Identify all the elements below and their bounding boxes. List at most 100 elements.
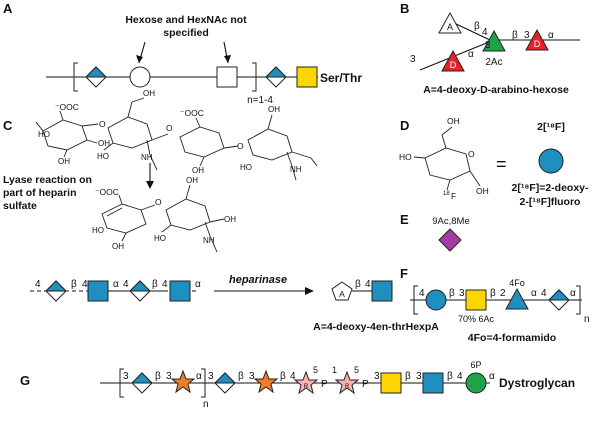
hexnac-triangle-icon <box>482 29 506 52</box>
branch-line <box>453 22 491 41</box>
link-4: 4 <box>482 27 488 38</box>
panel-e-label: E <box>400 212 409 227</box>
svg-text:F: F <box>451 191 456 201</box>
link-3d: 3 <box>249 371 255 382</box>
arrow-head-icon <box>305 287 314 295</box>
ribitol-star-icon: R <box>293 370 319 395</box>
link-3b: 3 <box>410 54 416 65</box>
link-beta2: β <box>490 288 496 299</box>
fdg-def-line-1: 2[¹⁸F]=2-deoxy- <box>511 182 589 194</box>
svg-text:D: D <box>450 60 457 70</box>
glcnac-square-icon <box>422 372 444 394</box>
link-3c: 3 <box>208 371 214 382</box>
svg-text:⁻OOC: ⁻OOC <box>95 187 119 197</box>
attach-label: Ser/Thr <box>320 71 362 85</box>
note-line-2: specified <box>163 27 209 39</box>
svg-text:OH: OH <box>476 186 489 196</box>
repeat-count: n=1-4 <box>247 95 273 106</box>
prod-4: 4 <box>365 279 371 290</box>
galnac-square-icon <box>380 372 402 394</box>
link-beta5: β <box>447 371 453 382</box>
heparin-structure: ⁻OOC O OH OH HO OH NH HO O ⁻OOC O OH <box>35 89 318 253</box>
link-4d: 4 <box>162 279 168 290</box>
panel-f-caption: 4Fo=4-formamido <box>468 332 556 344</box>
svg-text:18: 18 <box>443 191 450 197</box>
repeat-n: n <box>203 399 209 410</box>
fdg-symbol-label: 2[¹⁸F] <box>537 121 565 133</box>
link-5b: 5 <box>354 365 359 375</box>
product-a-pentagon-icon: A <box>331 281 353 301</box>
repeat-bracket-left <box>73 62 78 92</box>
svg-text:OH: OH <box>268 105 280 114</box>
svg-text:HO: HO <box>38 130 50 139</box>
link-3a: 3 <box>485 40 491 51</box>
prod-beta: β <box>355 279 361 290</box>
repeat-bracket-left <box>119 368 124 398</box>
acetyl-pct: 70% 6Ac <box>458 314 495 324</box>
note-line-1: Hexose and HexNAc not <box>125 14 247 26</box>
svg-text:A: A <box>447 22 453 32</box>
link-1: 1 <box>332 365 337 375</box>
phosphate-1: P <box>321 379 328 390</box>
repeat-bracket-right <box>576 285 581 315</box>
fdg-circle-icon <box>538 148 564 174</box>
link-4a: 4 <box>35 279 41 290</box>
formamido-mod: 4Fo <box>509 278 525 288</box>
svg-text:R: R <box>304 384 309 390</box>
galnac-square-icon <box>296 66 318 88</box>
link-3e: 3 <box>374 371 380 382</box>
svg-text:HO: HO <box>97 152 109 161</box>
glcnac-square-icon <box>169 280 191 302</box>
link-beta2: β <box>512 30 518 41</box>
xylose-star-icon <box>253 369 279 394</box>
svg-text:R: R <box>345 384 350 390</box>
svg-text:HO: HO <box>92 226 104 235</box>
svg-text:O: O <box>237 141 244 151</box>
svg-text:O: O <box>468 149 475 159</box>
panel-f-label: F <box>400 266 408 281</box>
arrow-head-icon <box>136 55 143 63</box>
arrow-head-icon <box>224 55 231 63</box>
link-4b: 4 <box>457 371 463 382</box>
svg-text:O: O <box>166 123 173 133</box>
panel-c-label: C <box>3 118 13 133</box>
svg-text:⁻OOC: ⁻OOC <box>180 108 204 118</box>
link-alpha1: α <box>531 288 537 299</box>
link-3c: 3 <box>524 30 530 41</box>
panel-c: C ⁻OOC O OH OH HO OH NH HO O <box>3 89 439 333</box>
phospho-6p: 6P <box>470 360 481 370</box>
link-beta1: β <box>71 279 77 290</box>
svg-text:D: D <box>534 39 541 49</box>
galnac-square-icon <box>465 289 487 311</box>
sia-mod-label: 9Ac,8Me <box>432 216 470 227</box>
svg-text:OH: OH <box>143 89 155 98</box>
glcnac-square-icon <box>87 280 109 302</box>
link-beta3: β <box>280 371 286 382</box>
glca-diamond-icon <box>130 372 154 394</box>
svg-text:NH: NH <box>141 153 153 162</box>
hexnac-triangle-icon <box>505 287 529 310</box>
glca-diamond-icon <box>213 372 237 394</box>
repeat-bracket-left <box>413 285 418 315</box>
hexnac-square-icon <box>216 66 238 88</box>
svg-text:⁻OOC: ⁻OOC <box>55 102 79 112</box>
link-beta: β <box>474 21 480 32</box>
equals-sign: = <box>496 154 507 174</box>
lyase-line-3: sulfate <box>3 200 37 212</box>
link-beta2: β <box>152 279 158 290</box>
link-beta2: β <box>238 371 244 382</box>
svg-text:O: O <box>155 197 162 207</box>
link-alpha2: α <box>489 371 495 382</box>
link-alpha2: α <box>548 30 554 41</box>
svg-text:O: O <box>99 119 106 129</box>
fdg-def-line-2: 2-[¹⁸F]fluoro <box>520 196 581 208</box>
link-5a: 5 <box>313 365 318 375</box>
repeat-bracket-right <box>201 368 206 398</box>
link-alpha1: α <box>468 49 474 60</box>
link-3: 3 <box>459 288 465 299</box>
fdg-structure: OH HO O OH 18 F <box>399 116 489 201</box>
repeat-n: n <box>584 314 590 325</box>
link-4b: 4 <box>541 288 547 299</box>
svg-text:OH: OH <box>58 157 70 166</box>
branch-line <box>419 39 495 71</box>
